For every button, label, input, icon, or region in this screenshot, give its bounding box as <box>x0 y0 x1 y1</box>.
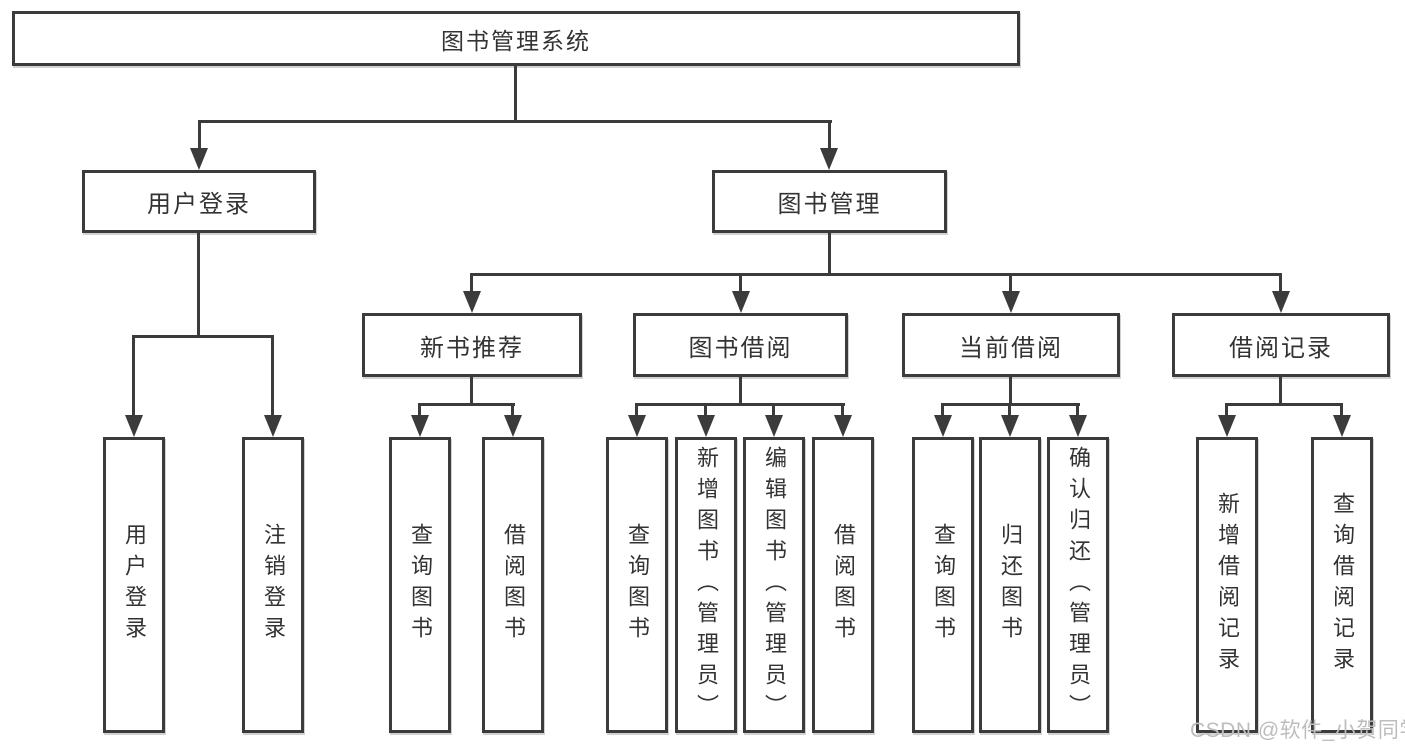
arrow-down-icon <box>820 148 838 170</box>
node-book-management: 图书管理 <box>712 170 947 233</box>
connector-group-down <box>470 377 473 406</box>
arrow-down-icon <box>463 291 481 313</box>
connector-leaf-stem <box>271 335 274 417</box>
arrow-down-icon <box>1272 291 1290 313</box>
node-book-borrow: 图书借阅 <box>633 313 848 377</box>
arrow-down-icon <box>411 415 429 437</box>
connector-mgmt-split <box>470 273 1282 276</box>
arrow-down-icon <box>125 415 143 437</box>
leaf-current-confirm-return-admin: 确认归还（管理员） <box>1047 437 1109 733</box>
node-new-book-recommend: 新书推荐 <box>362 313 582 377</box>
leaf-label: 归还图书 <box>998 523 1023 647</box>
arrow-down-icon <box>1218 415 1236 437</box>
leaf-label: 借阅图书 <box>501 523 526 647</box>
leaf-label: 新增借阅记录 <box>1215 492 1240 678</box>
connector-group-stem <box>1009 273 1012 295</box>
node-user-login: 用户登录 <box>82 170 316 233</box>
arrow-down-icon <box>1333 415 1351 437</box>
node-book-management-label: 图书管理 <box>777 191 882 218</box>
node-book-borrow-label: 图书借阅 <box>688 334 793 362</box>
arrow-down-icon <box>1069 415 1087 437</box>
leaf-borrow-borrow-books: 借阅图书 <box>812 437 874 733</box>
leaf-label: 确认归还（管理员） <box>1066 445 1091 725</box>
connector-leaf-stem <box>1008 403 1011 417</box>
connector-mgmt-stem <box>828 120 831 150</box>
connector-leaf-stem <box>704 403 707 417</box>
connector-leaf-stem <box>1076 403 1079 417</box>
connector-leaf-stem <box>941 403 944 417</box>
arrow-down-icon <box>504 415 522 437</box>
leaf-recommend-borrow-books: 借阅图书 <box>482 437 544 733</box>
arrow-down-icon <box>834 415 852 437</box>
leaf-records-query-record: 查询借阅记录 <box>1311 437 1373 733</box>
arrow-down-icon <box>190 148 208 170</box>
arrow-down-icon <box>264 415 282 437</box>
node-root: 图书管理系统 <box>12 11 1020 66</box>
connector-group-down <box>1009 377 1012 406</box>
node-current-borrow: 当前借阅 <box>902 313 1120 377</box>
connector-group-stem <box>739 273 742 295</box>
leaf-borrow-query-books: 查询图书 <box>606 437 668 733</box>
connector-group-down <box>1279 377 1282 406</box>
leaf-user-login: 用户登录 <box>103 437 165 733</box>
connector-leaf-stem <box>841 403 844 417</box>
node-root-label: 图书管理系统 <box>441 27 591 54</box>
leaf-current-return-books: 归还图书 <box>979 437 1041 733</box>
node-borrow-records-label: 借阅记录 <box>1229 334 1333 362</box>
connector-leaf-stem <box>418 403 421 417</box>
connector-group-stem <box>470 273 473 295</box>
arrow-down-icon <box>628 415 646 437</box>
arrow-down-icon <box>1002 291 1020 313</box>
leaf-label: 新增图书（管理员） <box>694 445 719 725</box>
leaf-user-login-label: 用户登录 <box>122 523 147 647</box>
node-current-borrow-label: 当前借阅 <box>959 334 1063 362</box>
leaf-label: 查询图书 <box>931 523 956 647</box>
connector-leaf-stem <box>635 403 638 417</box>
connector-leaf-stem <box>132 335 135 417</box>
connector-group-stem <box>1279 273 1282 295</box>
connector-leaf-split <box>1225 403 1343 406</box>
connector-login-split <box>132 335 274 338</box>
node-new-book-recommend-label: 新书推荐 <box>420 334 524 362</box>
connector-leaf-stem <box>1225 403 1228 417</box>
leaf-label: 查询图书 <box>408 523 433 647</box>
connector-leaf-stem <box>1340 403 1343 417</box>
node-borrow-records: 借阅记录 <box>1172 313 1390 377</box>
arrow-down-icon <box>732 291 750 313</box>
connector-leaf-split <box>418 403 515 406</box>
connector-login-down <box>197 233 200 337</box>
leaf-current-query-books: 查询图书 <box>912 437 974 733</box>
arrow-down-icon <box>697 415 715 437</box>
arrow-down-icon <box>1001 415 1019 437</box>
leaf-borrow-edit-books-admin: 编辑图书（管理员） <box>743 437 805 733</box>
connector-root-stem <box>514 66 517 123</box>
leaf-logout-login-label: 注销登录 <box>261 523 286 647</box>
connector-root-split <box>198 120 832 123</box>
leaf-recommend-query-books: 查询图书 <box>389 437 451 733</box>
arrow-down-icon <box>934 415 952 437</box>
connector-leaf-split <box>635 403 845 406</box>
connector-leaf-stem <box>772 403 775 417</box>
connector-group-down <box>739 377 742 406</box>
leaf-label: 查询图书 <box>625 523 650 647</box>
leaf-label: 查询借阅记录 <box>1330 492 1355 678</box>
leaf-label: 借阅图书 <box>831 523 856 647</box>
leaf-label: 编辑图书（管理员） <box>762 445 787 725</box>
connector-mgmt-down <box>828 233 831 276</box>
arrow-down-icon <box>765 415 783 437</box>
leaf-records-add-record: 新增借阅记录 <box>1196 437 1258 733</box>
leaf-borrow-add-books-admin: 新增图书（管理员） <box>675 437 737 733</box>
connector-login-stem <box>198 120 201 150</box>
connector-leaf-stem <box>511 403 514 417</box>
csdn-watermark: CSDN @软件_小贺同学 <box>1190 719 1405 742</box>
node-user-login-label: 用户登录 <box>147 191 251 218</box>
leaf-logout-login: 注销登录 <box>242 437 304 733</box>
